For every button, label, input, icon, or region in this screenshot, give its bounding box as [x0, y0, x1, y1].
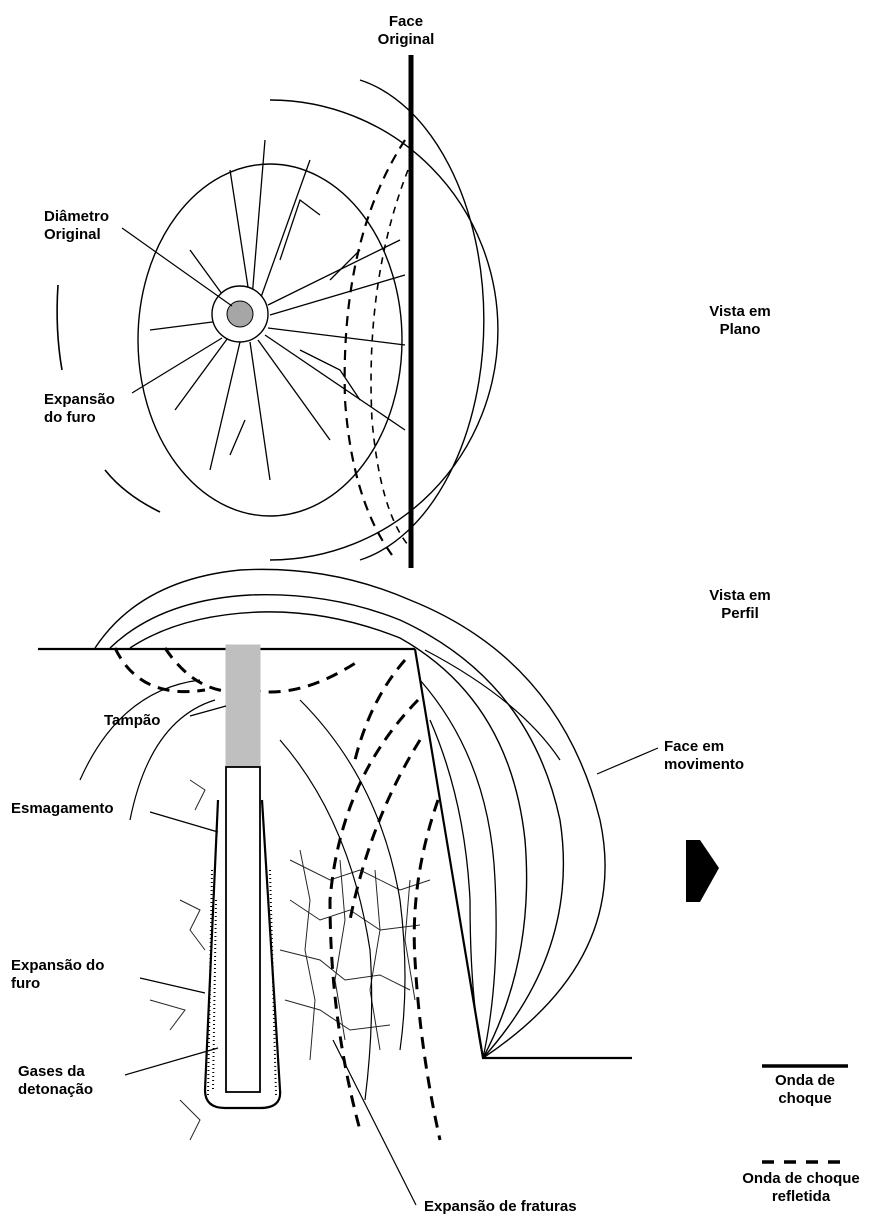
fracture-label: Expansão de fraturas: [424, 1198, 624, 1216]
legend-reflected-label: Onda de choque refletida: [722, 1170, 880, 1206]
plan-view: [57, 55, 498, 568]
fracture-leader: [333, 1040, 416, 1205]
stemming-label: Tampão: [104, 712, 194, 730]
plan-hole-expansion-label: Expansão do furo: [44, 391, 154, 427]
explosive-column: [226, 767, 260, 1092]
stemming-leader: [190, 706, 226, 716]
hole-expansion-leader: [132, 338, 222, 393]
shock-wave-left-arc: [57, 285, 62, 370]
radial-cracks: [150, 140, 405, 480]
gases-label: Gases da detonação: [18, 1063, 138, 1099]
reflected-wave-1: [345, 140, 405, 555]
shock-wave-outer: [360, 80, 484, 560]
diameter-label: Diâmetro Original: [44, 208, 154, 244]
face-original-label: Face Original: [356, 13, 456, 49]
movement-arrow-icon: [686, 840, 719, 902]
moving-face-5: [430, 720, 483, 1058]
moving-face-leader: [597, 748, 658, 774]
reflected-wave-2: [371, 170, 408, 545]
stemming-block: [226, 645, 260, 767]
moving-face-4: [420, 680, 496, 1058]
crushing-leader: [150, 812, 218, 832]
moving-face-6: [425, 650, 560, 760]
fracture-network: [150, 780, 430, 1140]
profile-view-title: Vista em Perfil: [680, 587, 800, 623]
crushing-label: Esmagamento: [11, 800, 151, 818]
legend-shock-label: Onda de choque: [745, 1072, 865, 1108]
gases-leader: [125, 1048, 218, 1075]
profile-shock-arc-1: [80, 680, 200, 780]
moving-face-label: Face em movimento: [664, 738, 784, 774]
profile-hole-expansion-label: Expansão do furo: [11, 957, 151, 993]
shock-wave-left-arc-2: [105, 470, 160, 512]
bench-face-line: [415, 649, 632, 1058]
profile-shock-arc-4: [280, 740, 372, 1100]
profile-view: [38, 569, 658, 1205]
plan-view-title: Vista em Plano: [680, 303, 800, 339]
